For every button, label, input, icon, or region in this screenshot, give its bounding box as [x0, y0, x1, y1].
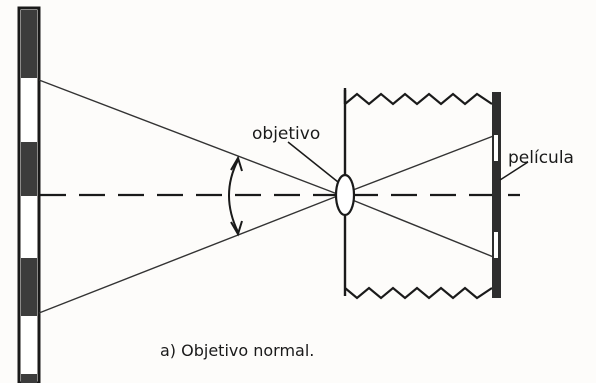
camera-bellows	[343, 88, 493, 300]
film-label: película	[508, 148, 574, 168]
film-label-leader	[499, 161, 529, 181]
object-band-dark	[21, 142, 37, 196]
film-plate	[492, 92, 501, 298]
ray-lens-to-film-lower	[339, 194, 497, 259]
lens	[334, 173, 356, 217]
lens-label-leader	[287, 141, 339, 183]
object-band-light	[21, 78, 37, 142]
object-band-light	[21, 196, 37, 258]
film-light-band	[494, 232, 498, 258]
ray-lower-object-to-lens	[38, 194, 341, 314]
object-band-dark	[21, 10, 37, 78]
bellows-top	[344, 92, 493, 106]
ray-upper-object-to-lens	[38, 79, 341, 196]
object-band-dark	[21, 374, 37, 383]
film-back	[492, 92, 501, 298]
object-band-light	[21, 316, 37, 374]
ray-lens-to-film-upper	[339, 134, 497, 196]
bellows-bottom	[344, 286, 493, 300]
lens-label: objetivo	[252, 124, 320, 144]
film-light-band	[494, 135, 498, 161]
angle-arrowhead-bottom	[230, 220, 243, 237]
object-bar-outline	[17, 6, 41, 383]
angle-arc	[228, 159, 239, 233]
object-band-dark	[21, 258, 37, 316]
object-stripe-bar	[17, 6, 41, 383]
angle-arrowhead-top	[230, 155, 243, 172]
field-angle-arc	[228, 155, 243, 237]
caption: a) Objetivo normal.	[160, 341, 314, 360]
